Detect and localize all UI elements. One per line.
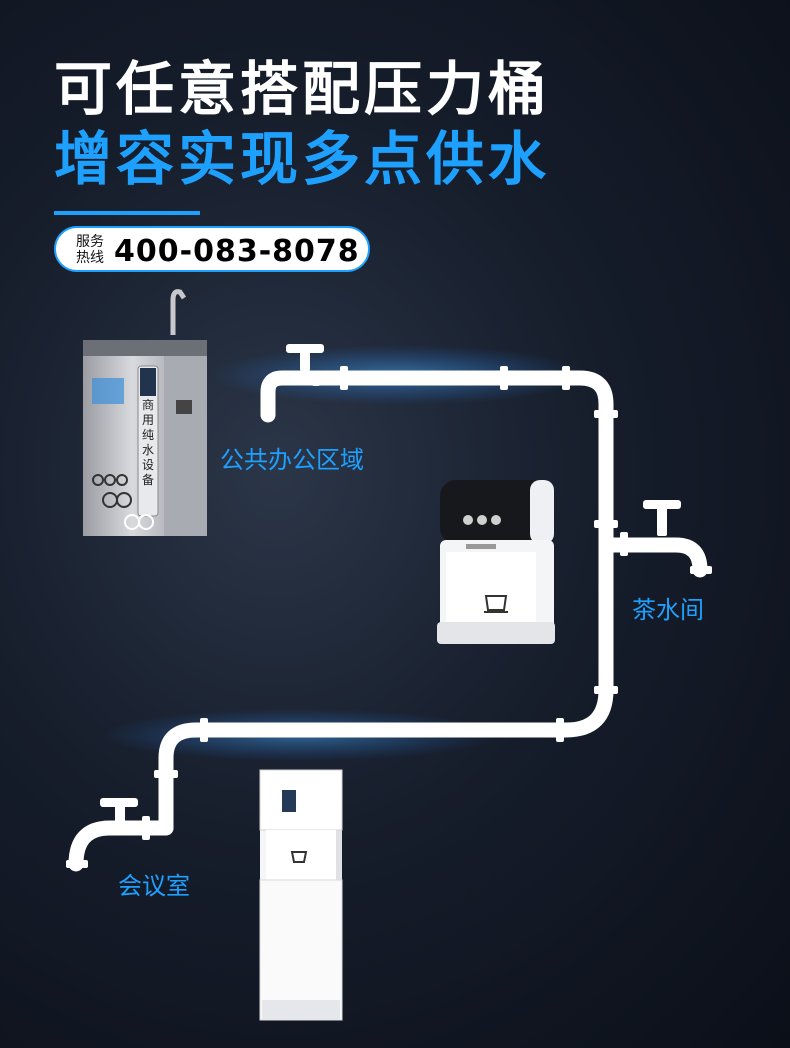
faucet-icon [66, 798, 150, 868]
headline-underline [54, 211, 200, 215]
hotline-number[interactable]: 400-083-8078 [114, 234, 360, 269]
machine-label: 商用纯水设备 [141, 398, 154, 487]
faucet-icon [286, 344, 324, 386]
faucet-icon [620, 500, 712, 574]
hotline-badge[interactable]: 服务热线 400-083-8078 [54, 226, 370, 272]
hotline-label: 服务热线 [76, 234, 104, 266]
commercial-water-machine [83, 289, 207, 536]
zone-label-public-office: 公共办公区域 [220, 446, 364, 474]
wall-water-dispenser [437, 480, 555, 644]
headline-line1: 可任意搭配压力桶 [54, 55, 551, 123]
zone-label-meeting-room: 会议室 [118, 872, 190, 900]
pipe-joints [154, 366, 618, 778]
headline-line2: 增容实现多点供水 [54, 125, 551, 193]
zone-label-tea-room: 茶水间 [632, 596, 704, 624]
standing-water-dispenser [259, 769, 343, 1021]
